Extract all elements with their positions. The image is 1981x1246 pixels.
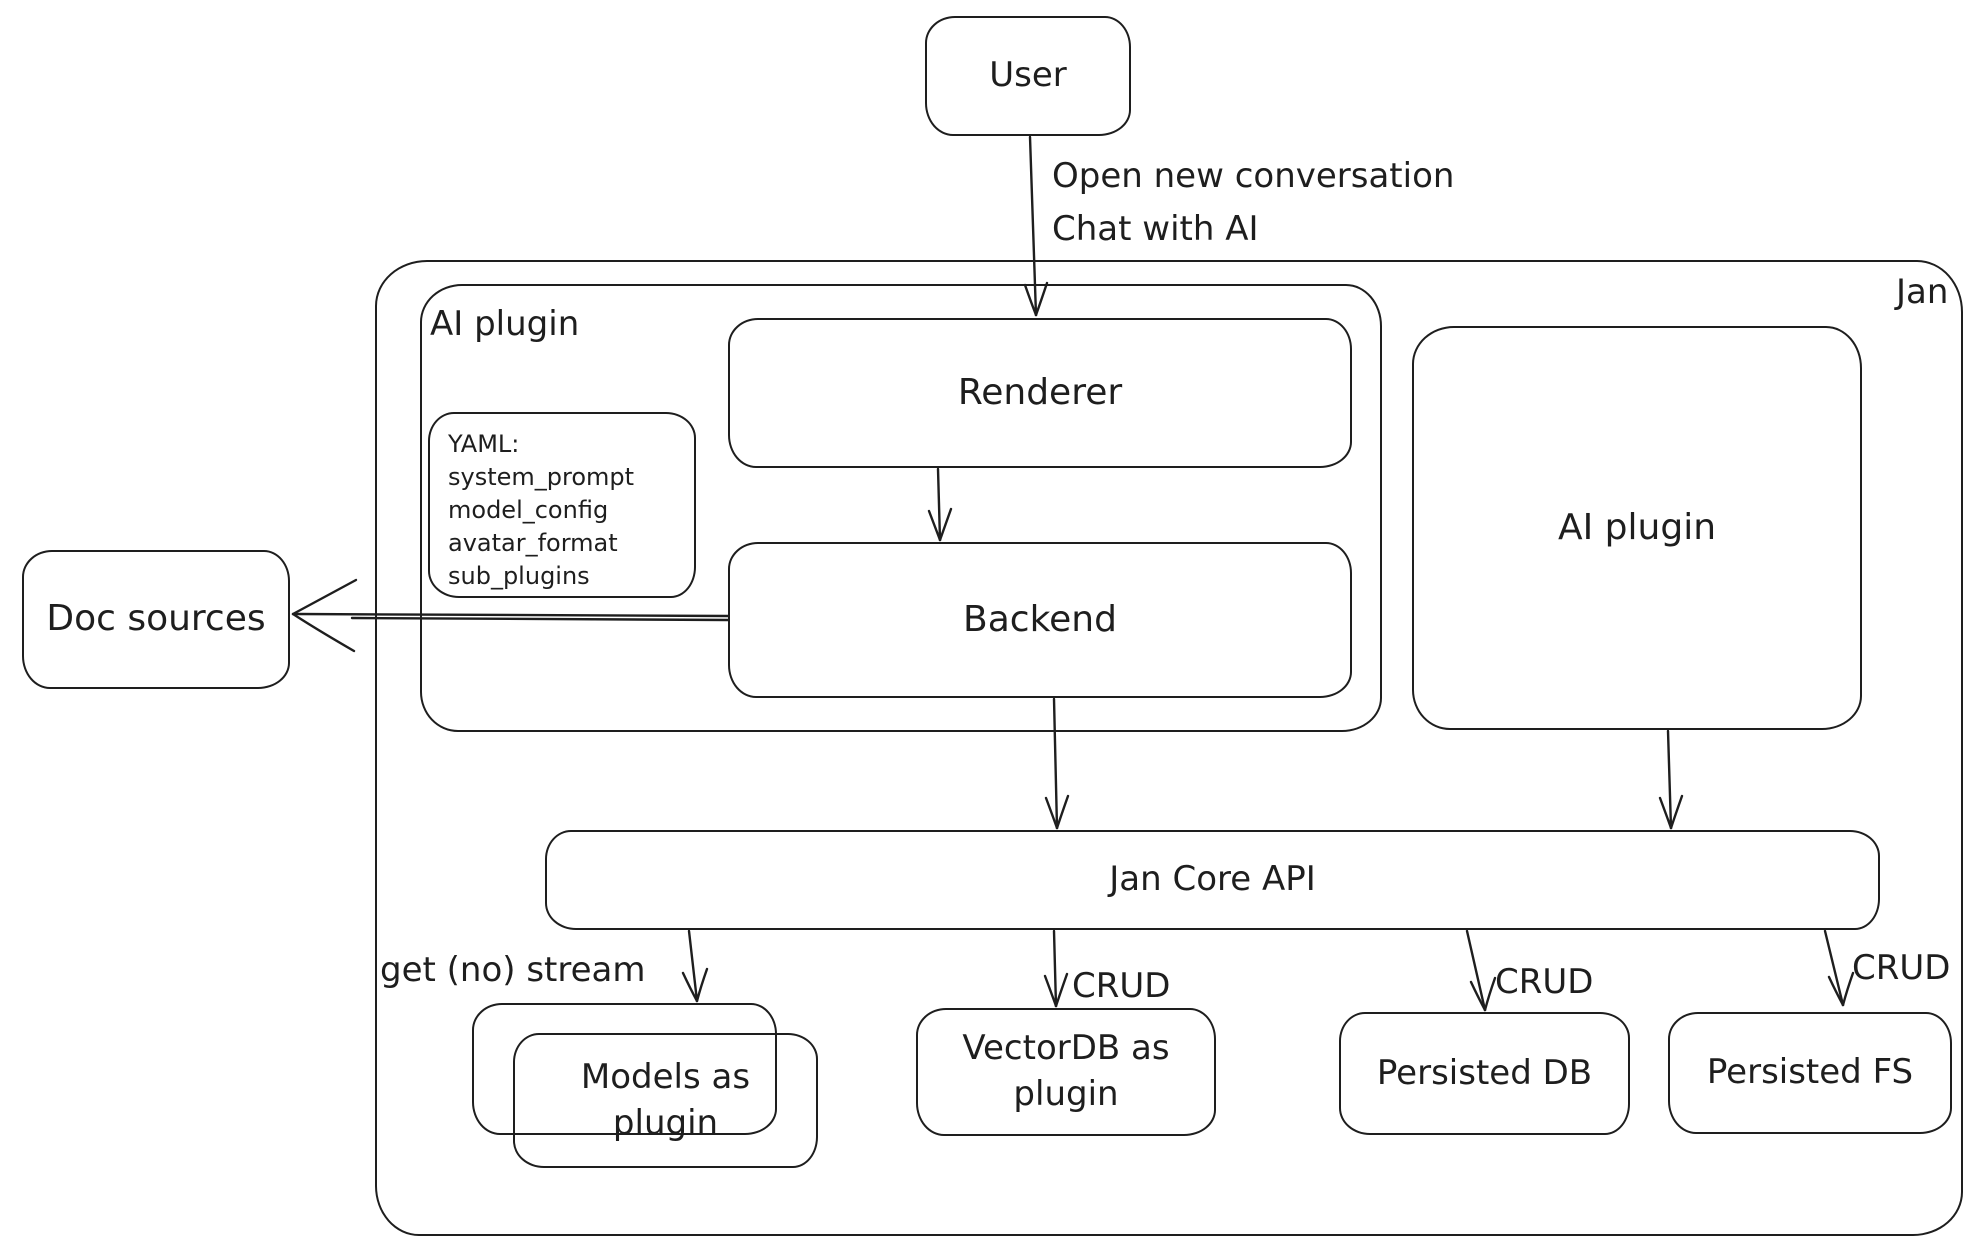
- edge-label-crud-persisted-db: CRUD: [1495, 962, 1594, 1002]
- edge-label-user-flow-line1: Open new conversation: [1052, 156, 1455, 196]
- node-renderer: Renderer: [728, 318, 1352, 468]
- yaml-note-line: YAML:: [448, 430, 520, 458]
- node-ai-plugin-right: AI plugin: [1412, 326, 1862, 730]
- node-ai-plugin-group: [420, 284, 1382, 732]
- node-doc-sources: Doc sources: [22, 550, 290, 689]
- node-backend: Backend: [728, 542, 1352, 698]
- node-persisted-fs: Persisted FS: [1668, 1012, 1952, 1134]
- node-models-plugin-label-line1: Models as: [580, 1056, 751, 1097]
- edge-label-crud-persisted-fs: CRUD: [1852, 948, 1951, 988]
- yaml-note-line: model_config: [448, 496, 609, 525]
- node-vectordb-plugin-label-line2: plugin: [1013, 1074, 1119, 1114]
- node-jan-core-api-label: Jan Core API: [1109, 859, 1316, 900]
- node-ai-plugin-group-label: AI plugin: [430, 304, 580, 344]
- yaml-note-line: sub_plugins: [448, 562, 590, 591]
- node-models-plugin-label-line2: plugin: [612, 1102, 719, 1143]
- node-persisted-db: Persisted DB: [1339, 1012, 1630, 1135]
- edge-label-user-flow-line2: Chat with AI: [1052, 208, 1259, 249]
- node-backend-label: Backend: [963, 598, 1117, 640]
- edge-label-crud-vectordb: CRUD: [1072, 966, 1171, 1006]
- node-ai-plugin-right-label: AI plugin: [1557, 506, 1717, 548]
- node-persisted-fs-label: Persisted FS: [1706, 1052, 1914, 1093]
- node-user: User: [925, 16, 1131, 136]
- yaml-note-line: system_prompt: [448, 463, 635, 492]
- edge-label-user-flow: Open new conversation Chat with AI: [1052, 150, 1454, 255]
- node-user-label: User: [989, 55, 1067, 96]
- edge-label-get-no-stream: get (no) stream: [380, 950, 646, 990]
- node-jan-core-api: Jan Core API: [545, 830, 1880, 930]
- node-doc-sources-label: Doc sources: [46, 598, 266, 640]
- node-models-plugin-outer: [472, 1003, 777, 1135]
- node-vectordb-plugin: VectorDB as plugin: [916, 1008, 1216, 1136]
- yaml-note-line: avatar_format: [448, 529, 618, 558]
- node-vectordb-plugin-label-line1: VectorDB as: [962, 1028, 1170, 1069]
- node-jan-container: [375, 260, 1963, 1236]
- node-yaml-note: YAML: system_prompt model_config avatar_…: [428, 412, 696, 598]
- node-models-plugin: Models as plugin: [513, 1033, 818, 1168]
- node-jan-label: Jan: [1896, 272, 1949, 312]
- node-persisted-db-label: Persisted DB: [1376, 1052, 1593, 1093]
- node-renderer-label: Renderer: [957, 371, 1123, 413]
